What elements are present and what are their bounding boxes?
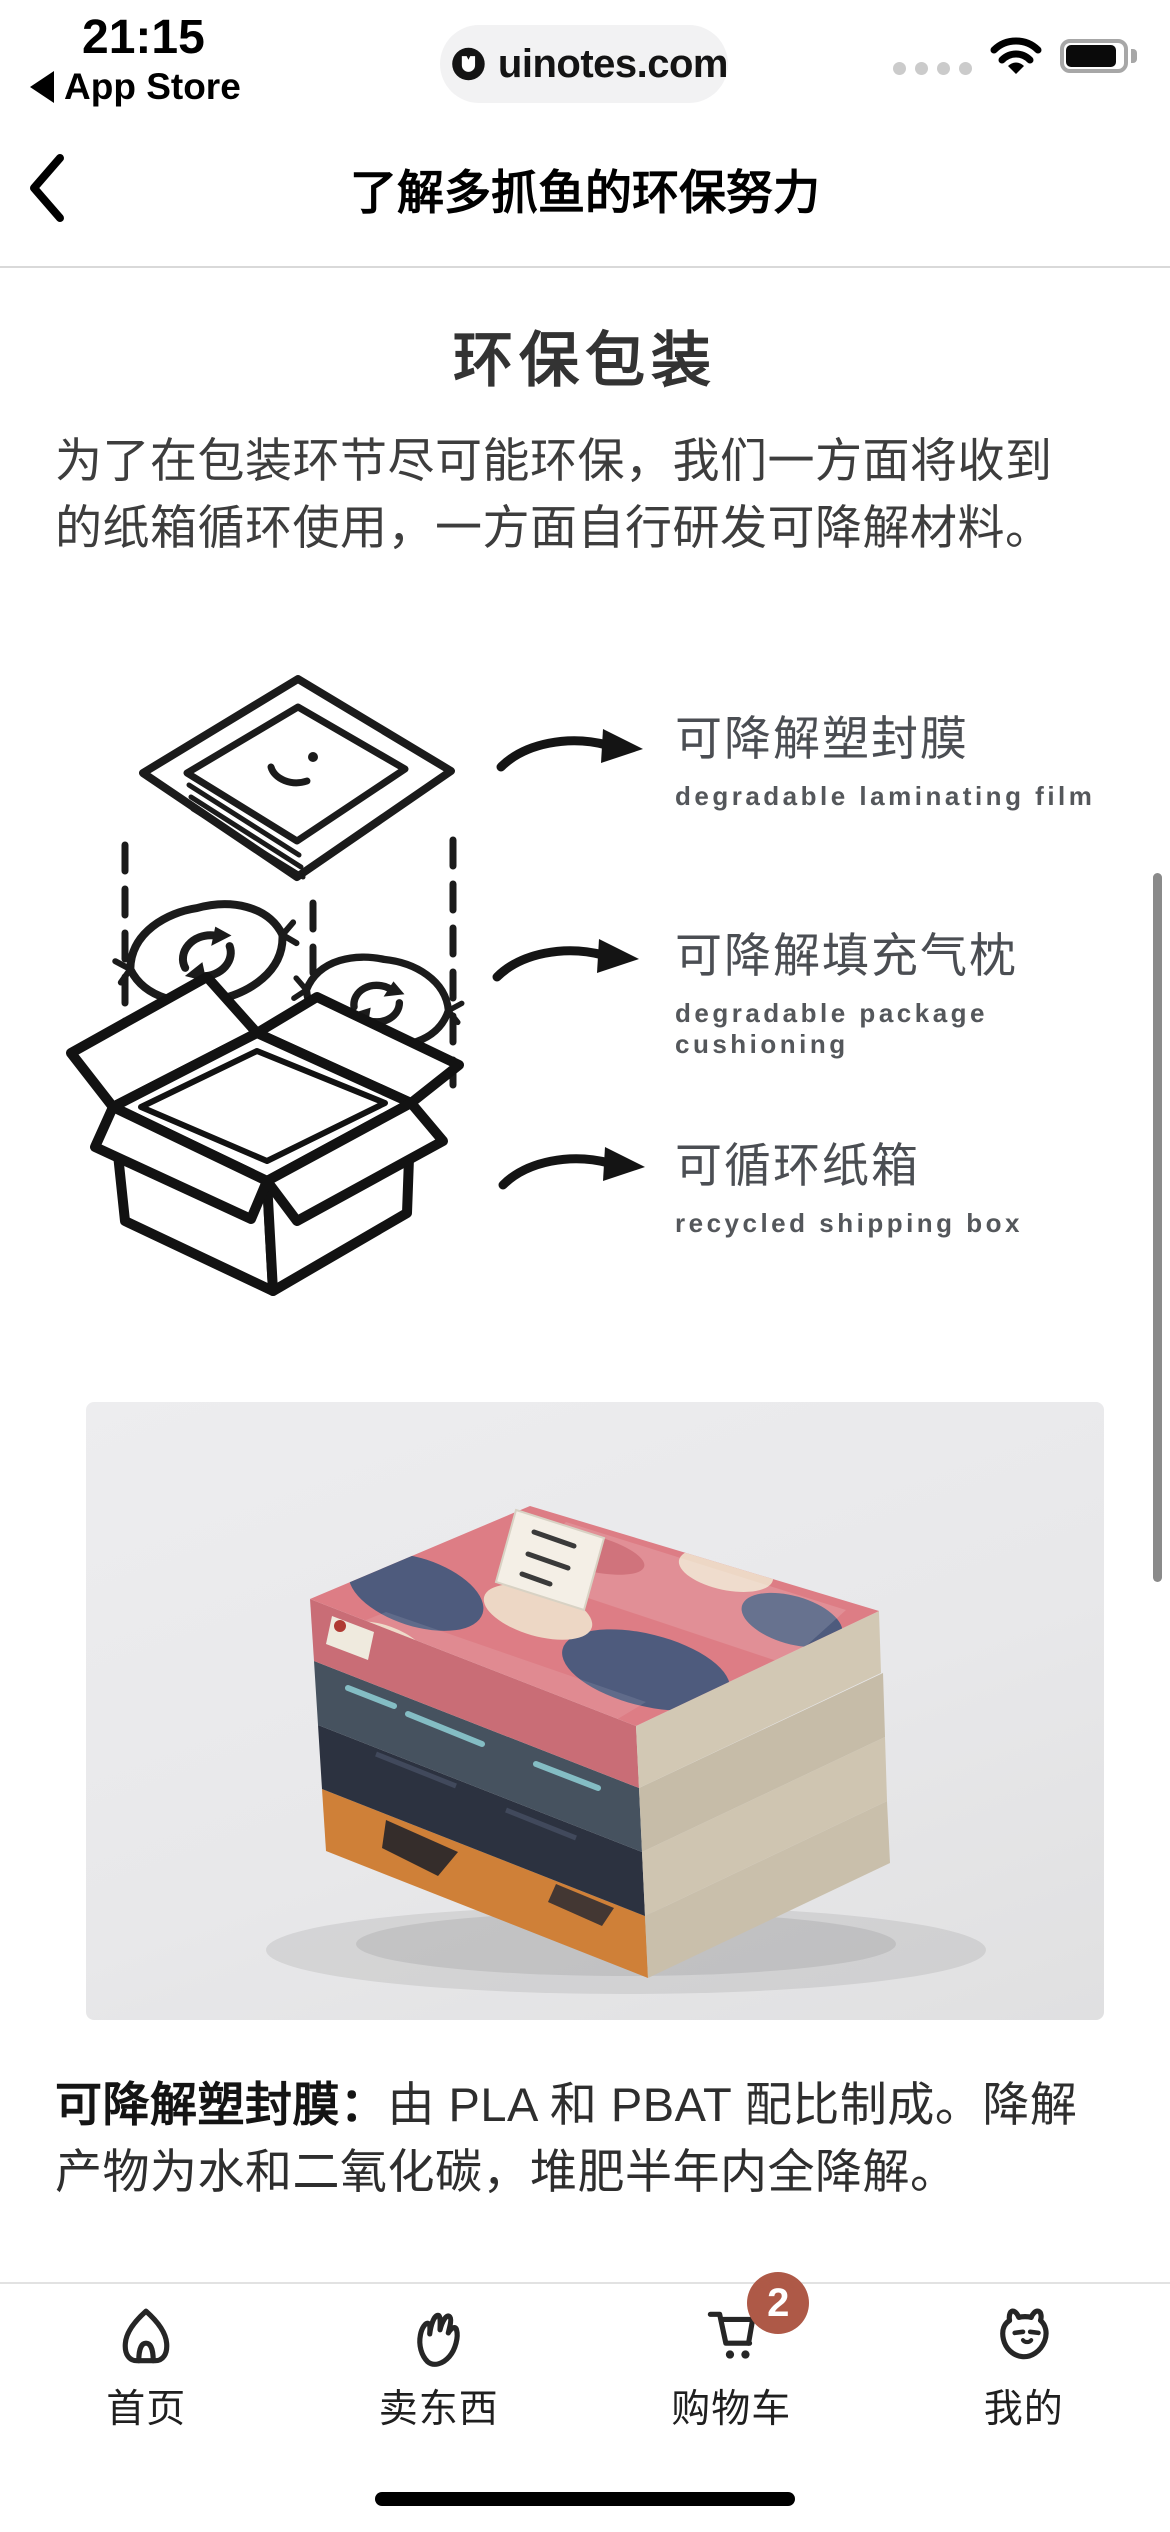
exploded-packaging-sketch (66, 675, 645, 1296)
diagram-label-cushion-en: degradable package cushioning (675, 998, 988, 1059)
uinotes-domain: uinotes.com (497, 41, 729, 86)
tab-home[interactable]: 首页 (0, 2284, 293, 2532)
back-to-app-store[interactable]: App Store (30, 66, 241, 108)
cart-badge: 2 (747, 2272, 810, 2334)
tab-me-label: 我的 (983, 2388, 1064, 2431)
uinotes-watermark-pill: uinotes.com (440, 25, 729, 103)
status-time: 21:15 (82, 11, 205, 64)
nav-bar: 了解多抓鱼的环保努力 (0, 110, 1170, 268)
diagram-label-film: 可降解塑封膜 degradable laminating film (675, 700, 1095, 812)
tab-bar: 首页 卖东西 2 购物车 (0, 2272, 1170, 2532)
diagram-label-box: 可循环纸箱 recycled shipping box (675, 1127, 1023, 1239)
back-to-app-store-label: App Store (64, 66, 241, 107)
caption-body: 由 PLA 和 PBAT 配比制成。降解产物为水和二氧化碳，堆肥半年内全降解。 (55, 2078, 1078, 2198)
tab-me[interactable]: 我的 (878, 2284, 1170, 2532)
battery-icon (1060, 39, 1137, 73)
diagram-label-box-en: recycled shipping box (675, 1208, 1024, 1238)
section-heading: 环保包装 (453, 327, 717, 394)
packaging-diagram: 可降解塑封膜 degradable laminating film 可降解填充气… (0, 655, 1170, 1310)
page-title: 了解多抓鱼的环保努力 (350, 166, 820, 219)
paw-icon (406, 2302, 472, 2372)
tab-sell-label: 卖东西 (378, 2388, 499, 2431)
uinotes-logo-icon (452, 47, 485, 81)
cellular-dots-icon (893, 61, 972, 75)
home-icon (113, 2302, 179, 2372)
tab-sell[interactable]: 卖东西 (293, 2284, 586, 2532)
status-bar: 21:15 App Store uinotes.com (0, 0, 1170, 110)
diagram-label-film-zh: 可降解塑封膜 (675, 712, 969, 765)
intro-paragraph: 为了在包装环节尽可能环保，我们一方面将收到的纸箱循环使用，一方面自行研发可降解材… (55, 434, 1053, 554)
caption-lead: 可降解塑封膜： (55, 2078, 388, 2131)
tab-cart-label: 购物车 (671, 2388, 792, 2431)
diagram-label-cushion: 可降解填充气枕 degradable package cushioning (675, 917, 1170, 1060)
book-stack-image (266, 1506, 986, 1994)
status-icons (893, 30, 1137, 82)
wifi-icon (990, 37, 1042, 74)
wrapped-books-photo (86, 1402, 1104, 2020)
cat-face-icon (989, 2302, 1059, 2372)
scrollbar-thumb[interactable] (1153, 873, 1162, 1582)
photo-caption: 可降解塑封膜：由 PLA 和 PBAT 配比制成。降解产物为水和二氧化碳，堆肥半… (55, 2072, 1117, 2205)
diagram-label-box-zh: 可循环纸箱 (675, 1139, 920, 1192)
diagram-label-film-en: degradable laminating film (675, 781, 1096, 811)
home-indicator[interactable] (375, 2492, 795, 2506)
back-chevron-icon[interactable] (26, 152, 70, 224)
tab-home-label: 首页 (106, 2388, 187, 2431)
tab-cart[interactable]: 2 购物车 (585, 2272, 878, 2532)
back-triangle-icon (30, 71, 54, 103)
diagram-label-cushion-zh: 可降解填充气枕 (675, 929, 1018, 982)
